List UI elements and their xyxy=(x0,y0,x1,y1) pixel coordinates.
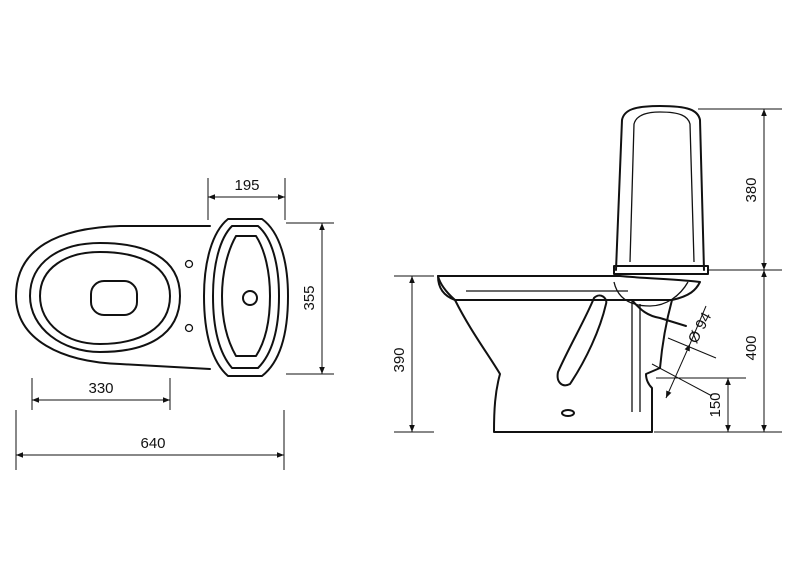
outlet-pipe xyxy=(631,299,687,327)
drain-opening xyxy=(90,280,138,316)
dim-outlet-height: 150 xyxy=(707,392,724,417)
base-hole xyxy=(561,409,575,417)
mounting-hole-upper xyxy=(184,259,194,269)
bowl-rim-top xyxy=(29,242,181,353)
trap-channel xyxy=(556,294,608,387)
dim-seat-length: 330 xyxy=(88,380,113,397)
bowl-rim-side xyxy=(437,275,701,301)
top-view-dimensions: 195 355 330 640 xyxy=(15,177,334,470)
tank-outer-top xyxy=(203,218,289,377)
bowl-outline-top xyxy=(15,225,211,370)
bowl-inner-top xyxy=(39,251,171,345)
tank-basin-top xyxy=(221,235,271,357)
dim-tank-width: 195 xyxy=(234,177,259,194)
dim-bowl-depth: 355 xyxy=(301,285,318,310)
bowl-body-side xyxy=(437,275,673,433)
side-view-dimensions: 390 380 400 150 Ø 94 xyxy=(391,108,782,433)
top-view xyxy=(15,218,289,377)
tank-side-highlight xyxy=(629,111,695,263)
mounting-hole-lower xyxy=(184,323,194,333)
tank-inner-top xyxy=(212,225,280,369)
dim-seat-height: 390 xyxy=(391,347,408,372)
dim-total-height: 400 xyxy=(743,335,760,360)
tank-base xyxy=(613,265,709,275)
side-view xyxy=(437,105,709,433)
dim-outlet-diameter: Ø 94 xyxy=(685,310,715,347)
dim-total-length: 640 xyxy=(140,435,165,452)
flush-button-hole xyxy=(242,290,258,306)
tank-side xyxy=(615,105,705,271)
dim-tank-height: 380 xyxy=(743,177,760,202)
